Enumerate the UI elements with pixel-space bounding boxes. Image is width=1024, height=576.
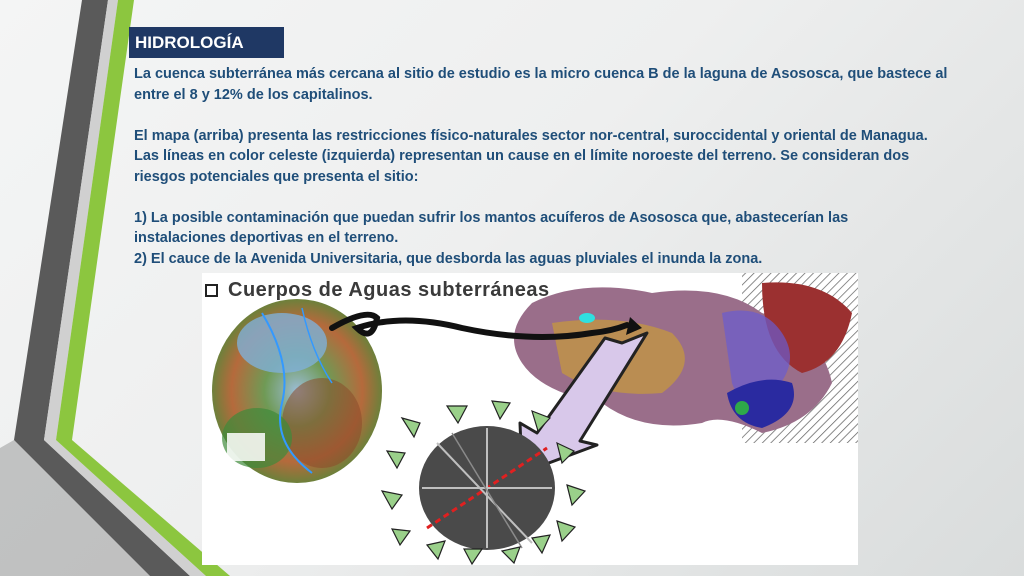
paragraph-line: instalaciones deportivas en el terreno.: [134, 230, 399, 246]
curved-arrow-icon: [329, 311, 630, 340]
paragraph-line: 1) La posible contaminación que puedan s…: [134, 209, 849, 226]
terrain-map: [212, 299, 382, 483]
arrowhead: [626, 317, 642, 335]
dark-stripe: [14, 0, 190, 576]
paragraph-line: Las líneas en color celeste (izquierda) …: [134, 148, 910, 164]
checkbox-bullet-icon: [205, 284, 218, 297]
hydrology-figure: Cuerpos de Aguas subterráneas: [202, 273, 858, 565]
body-text: La cuenca subterránea más cercana al sit…: [134, 64, 994, 269]
green-stripe: [56, 0, 230, 576]
street-map-inset: [419, 426, 555, 550]
paragraph-line: 2) El cauce de la Avenida Universitaria,…: [134, 250, 763, 267]
light-stripe: [44, 0, 206, 576]
slide-title: HIDROLOGÍA: [129, 27, 284, 58]
figure-graphics: [212, 273, 858, 565]
paragraph-line: El mapa (arriba) presenta las restriccio…: [134, 127, 928, 144]
paragraph-line: La cuenca subterránea más cercana al sit…: [134, 66, 948, 82]
triangle-ring: [380, 400, 587, 565]
bottom-dark-wedge: [0, 440, 150, 576]
figure-heading: Cuerpos de Aguas subterráneas: [205, 279, 550, 302]
figure-heading-text: Cuerpos de Aguas subterráneas: [228, 279, 550, 301]
paragraph-line: entre el 8 y 12% de los capitalinos.: [134, 86, 373, 103]
paragraph-line: riesgos potenciales que presenta el siti…: [134, 168, 419, 185]
